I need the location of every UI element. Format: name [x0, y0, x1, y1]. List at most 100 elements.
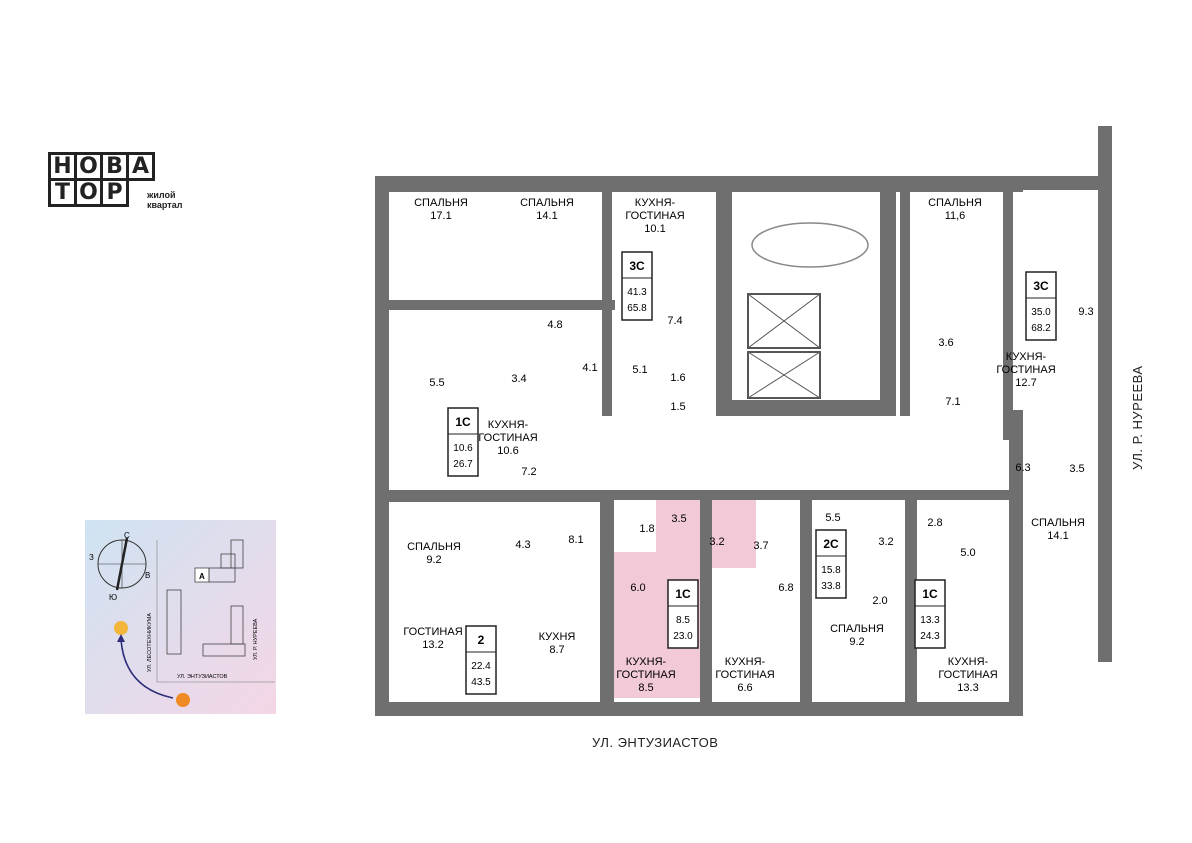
apartment-total-area: 65.8 — [627, 303, 647, 314]
wall-upper-left — [375, 300, 615, 310]
logo-row-1: Н О В А — [48, 152, 155, 181]
room-area: 10.1 — [644, 223, 665, 235]
logo-subtitle-line-2: квартал — [147, 200, 183, 210]
room-area: 14.1 — [1047, 530, 1068, 542]
room-area: 6.6 — [737, 682, 752, 694]
room-area: 9.2 — [426, 554, 441, 566]
room-area: 17.1 — [430, 210, 451, 222]
apartment-badge-frame — [667, 579, 699, 649]
apartment-living-area: 8.5 — [676, 615, 690, 626]
apartment-type: 3С — [629, 259, 645, 273]
room-name: СПАЛЬНЯ — [520, 197, 574, 209]
room-name: СПАЛЬНЯ — [414, 197, 468, 209]
room-name-2: ГОСТИНАЯ — [715, 669, 774, 681]
logo-subtitle-line-1: жилой — [147, 190, 176, 200]
apartment-total-area: 23.0 — [673, 631, 693, 642]
elevator-1-cross — [747, 293, 821, 349]
wall-divider-2 — [700, 490, 712, 716]
area-label: 3.6 — [938, 337, 953, 349]
apartment-type: 2С — [823, 537, 839, 551]
area-label: 3.5 — [1069, 463, 1084, 475]
wall-upper-div-2 — [900, 176, 910, 416]
wall-divider-1 — [600, 490, 614, 716]
apartment-badge-frame — [621, 251, 653, 321]
logo-subtitle: жилой квартал — [147, 190, 182, 210]
area-label: 7.1 — [945, 396, 960, 408]
area-label: 5.0 — [960, 547, 975, 559]
apartment-total-area: 68.2 — [1031, 323, 1051, 334]
apartment-type: 2 — [478, 633, 485, 647]
area-label: 2.8 — [927, 517, 942, 529]
compass-w: З — [89, 553, 94, 562]
room-name: КУХНЯ — [539, 631, 576, 643]
wall-top-right — [1009, 176, 1112, 190]
wall-far-right — [1098, 126, 1112, 662]
street-label-bottom: УЛ. ЭНТУЗИАСТОВ — [592, 735, 719, 750]
area-label: 7.2 — [521, 466, 536, 478]
apartment-total-area: 33.8 — [821, 581, 841, 592]
site-street-bottom: УЛ. ЭНТУЗИАСТОВ — [177, 674, 228, 680]
area-label: 6.8 — [778, 582, 793, 594]
room-area: 14.1 — [536, 210, 557, 222]
wall-mid-left — [375, 490, 605, 502]
room-name-2: ГОСТИНАЯ — [938, 669, 997, 681]
apartment-badge-frame — [1025, 271, 1057, 341]
logo-row-2: Т О Р — [48, 178, 152, 207]
wall-stair-right — [880, 176, 896, 416]
room-name: СПАЛЬНЯ — [407, 541, 461, 553]
apartment-living-area: 13.3 — [920, 615, 940, 626]
room-name-2: ГОСТИНАЯ — [625, 210, 684, 222]
building-block — [230, 605, 244, 645]
site-plan-compass: С З В Ю А УЛ. ЛЕСОТЕХНИКУМА УЛ. Р. НУРЕЕ… — [85, 520, 276, 714]
room-area: 9.2 — [849, 636, 864, 648]
area-label: 5.1 — [632, 364, 647, 376]
compass-n: С — [124, 531, 130, 540]
apartment-badge-frame — [914, 579, 946, 649]
area-label: 6.3 — [1015, 462, 1030, 474]
area-label: 3.7 — [753, 540, 768, 552]
apartment-type: 1С — [675, 587, 691, 601]
room-name-2: ГОСТИНАЯ — [996, 364, 1055, 376]
room-name-2: ГОСТИНАЯ — [478, 432, 537, 444]
apartment-type: 1С — [922, 587, 938, 601]
area-label: 3.2 — [709, 536, 724, 548]
area-label: 5.5 — [429, 377, 444, 389]
room-area: 13.2 — [422, 639, 443, 651]
compass-e: В — [145, 571, 150, 580]
building-block — [220, 553, 236, 569]
wall-stair-left — [716, 176, 732, 416]
apartment-badge-frame — [815, 529, 847, 599]
site-street-right: УЛ. Р. НУРЕЕВА — [253, 618, 259, 660]
area-label: 4.1 — [582, 362, 597, 374]
apartment-living-area: 35.0 — [1031, 307, 1051, 318]
apartment-badge-frame — [465, 625, 497, 695]
room-area: 10.6 — [497, 445, 518, 457]
area-label: 6.0 — [630, 582, 645, 594]
room-name: КУХНЯ- — [488, 419, 529, 431]
area-label: 4.8 — [547, 319, 562, 331]
apartment-living-area: 10.6 — [453, 443, 473, 454]
logo-letter: А — [126, 152, 155, 181]
section-a-label: А — [199, 572, 205, 581]
apartment-badges: 3С41.365.83С35.068.21С10.626.7222.443.51… — [447, 251, 1057, 695]
apartment-living-area: 41.3 — [627, 287, 647, 298]
wall-upper-div — [602, 176, 612, 416]
room-name: ГОСТИНАЯ — [403, 626, 462, 638]
area-label: 1.5 — [670, 401, 685, 413]
area-label: 3.4 — [511, 373, 526, 385]
room-area: 8.5 — [638, 682, 653, 694]
apartment-living-area: 22.4 — [471, 661, 491, 672]
area-label: 4.3 — [515, 539, 530, 551]
apartment-total-area: 26.7 — [453, 459, 473, 470]
building-block — [230, 539, 244, 569]
area-label: 1.6 — [670, 372, 685, 384]
compass-s: Ю — [109, 593, 117, 602]
room-name: КУХНЯ- — [1006, 351, 1047, 363]
street-label-right: УЛ. Р. НУРЕЕВА — [1130, 365, 1145, 470]
apartment-type: 3С — [1033, 279, 1049, 293]
sun-path-arrow — [120, 639, 174, 699]
